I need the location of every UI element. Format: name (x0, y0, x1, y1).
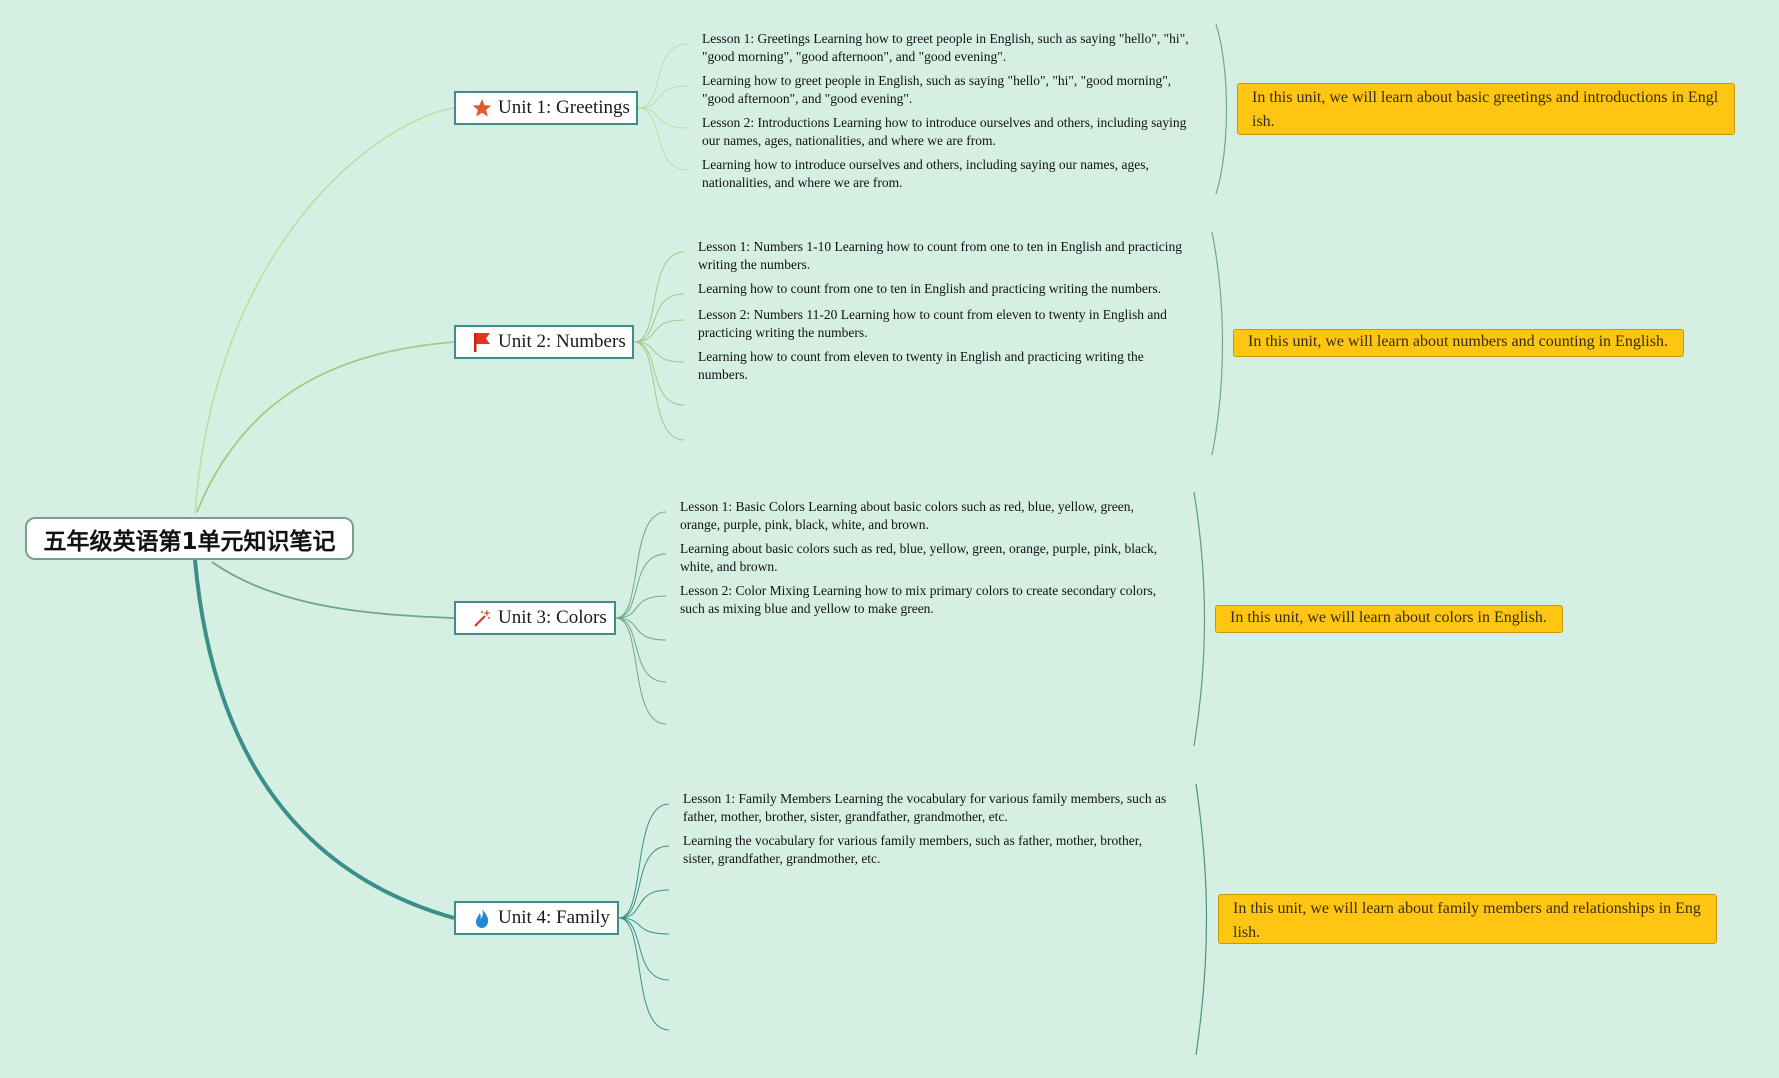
star-icon (472, 97, 492, 119)
root-to-unit-connector (193, 559, 455, 920)
unit-to-lesson-connector (618, 917, 670, 1031)
lesson-note[interactable]: Lesson 2: Introductions Learning how to … (702, 115, 1187, 148)
unit-to-lesson-connector (637, 43, 689, 109)
unit-to-lesson-connector (618, 803, 670, 919)
lesson-note[interactable]: Learning how to count from eleven to twe… (698, 349, 1144, 382)
unit-to-lesson-connector (615, 553, 667, 619)
unit-to-lesson-connector (633, 341, 685, 406)
unit-title: Unit 1: Greetings (498, 97, 630, 118)
unit-to-lesson-connector (633, 341, 685, 363)
lesson-note[interactable]: Lesson 2: Numbers 11-20 Learning how to … (698, 307, 1167, 340)
unit-title: Unit 2: Numbers (498, 331, 626, 352)
summary-bracket (1195, 783, 1208, 1056)
root-to-unit-connector (194, 107, 455, 515)
flag-icon (472, 331, 492, 353)
lesson-note[interactable]: Lesson 1: Family Members Learning the vo… (683, 791, 1167, 824)
flame-icon (472, 907, 492, 929)
unit-to-lesson-connector (618, 889, 670, 919)
lesson-note[interactable]: Lesson 1: Greetings Learning how to gree… (702, 31, 1189, 64)
lesson-note[interactable]: Learning how to introduce ourselves and … (702, 157, 1149, 190)
summary-bracket (1193, 491, 1206, 747)
unit-to-lesson-connector (637, 85, 689, 109)
unit-title: Unit 4: Family (498, 907, 610, 928)
unit-to-lesson-connector (615, 617, 667, 641)
summary-bracket (1211, 231, 1224, 456)
unit-to-lesson-connector (633, 341, 685, 441)
unit-summary[interactable]: In this unit, we will learn about colors… (1215, 605, 1563, 633)
unit-to-lesson-connector (618, 917, 670, 935)
unit-node-numbers[interactable]: Unit 2: Numbers (454, 325, 634, 359)
unit-to-lesson-connector (615, 617, 667, 725)
unit-node-greetings[interactable]: Unit 1: Greetings (454, 91, 638, 125)
lesson-note[interactable]: Learning about basic colors such as red,… (680, 541, 1158, 574)
lesson-note[interactable]: Learning how to count from one to ten in… (698, 281, 1162, 296)
unit-summary[interactable]: In this unit, we will learn about basic … (1237, 83, 1735, 135)
unit-to-lesson-connector (615, 511, 667, 619)
unit-node-colors[interactable]: Unit 3: Colors (454, 601, 616, 635)
unit-to-lesson-connector (633, 251, 685, 343)
unit-summary[interactable]: In this unit, we will learn about family… (1218, 894, 1717, 944)
root-topic[interactable]: 五年级英语第1单元知识笔记 (25, 517, 354, 560)
lesson-note[interactable]: Learning the vocabulary for various fami… (683, 833, 1143, 866)
lesson-note[interactable]: Learning how to greet people in English,… (702, 73, 1172, 106)
unit-to-lesson-connector (615, 595, 667, 619)
lesson-note[interactable]: Lesson 1: Numbers 1-10 Learning how to c… (698, 239, 1183, 272)
unit-to-lesson-connector (618, 917, 670, 981)
unit-to-lesson-connector (633, 293, 685, 343)
unit-to-lesson-connector (615, 617, 667, 683)
lesson-note[interactable]: Lesson 1: Basic Colors Learning about ba… (680, 499, 1134, 532)
magic-wand-icon (472, 607, 492, 629)
unit-to-lesson-connector (618, 845, 670, 919)
root-to-unit-connector (211, 561, 455, 619)
root-to-unit-connector (196, 341, 455, 513)
unit-to-lesson-connector (633, 319, 685, 343)
unit-node-family[interactable]: Unit 4: Family (454, 901, 619, 935)
unit-to-lesson-connector (637, 107, 689, 171)
summary-bracket (1215, 23, 1228, 195)
unit-title: Unit 3: Colors (498, 607, 607, 628)
lesson-note[interactable]: Lesson 2: Color Mixing Learning how to m… (680, 583, 1157, 616)
unit-summary[interactable]: In this unit, we will learn about number… (1233, 329, 1684, 357)
unit-to-lesson-connector (637, 107, 689, 129)
